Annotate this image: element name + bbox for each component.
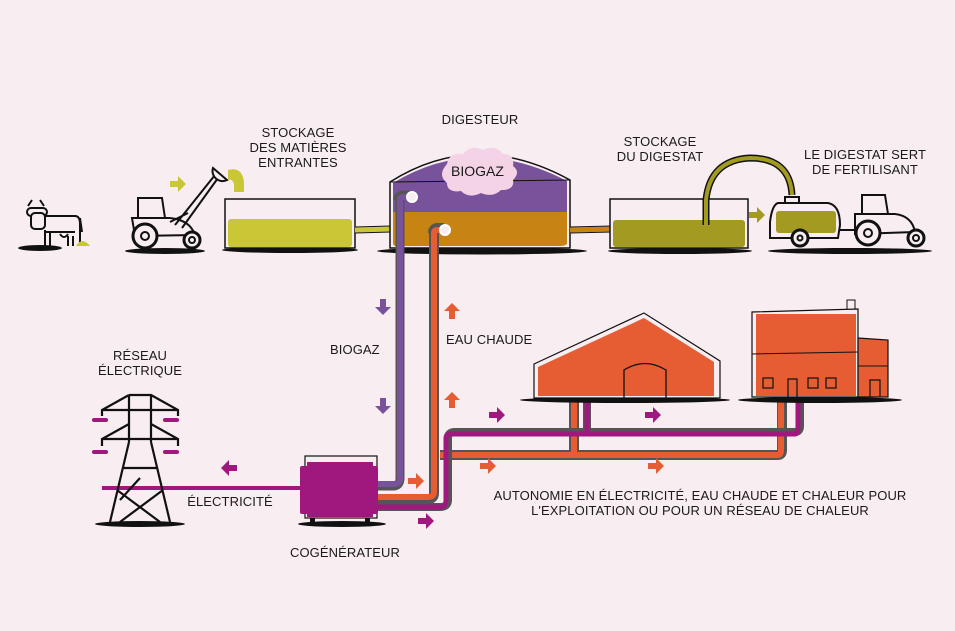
biogas-cloud <box>442 147 517 196</box>
hot-water-pipe <box>378 223 787 504</box>
electricity-line <box>102 400 804 511</box>
flow-arrow-icon <box>749 207 765 223</box>
input-pipe <box>354 226 393 233</box>
hot-water-flow-arrows <box>408 303 664 489</box>
power-pylon-icon <box>95 393 185 527</box>
cow-icon <box>18 199 90 251</box>
input-storage-tank <box>222 198 358 253</box>
label-electricite: ÉLECTRICITÉ <box>187 494 273 509</box>
biogas-flow-arrows <box>375 299 391 414</box>
digestate-tank <box>608 198 752 254</box>
biogas-pipe <box>378 190 418 491</box>
electricity-flow-arrows <box>221 407 661 529</box>
farmhouse-icon <box>738 299 902 403</box>
slurry-tanker-tractor-icon <box>768 194 932 254</box>
label-fertilisant: LE DIGESTAT SERT DE FERTILISANT <box>803 147 926 177</box>
label-biogaz-pipe: BIOGAZ <box>330 342 380 357</box>
cogenerator-icon <box>298 455 386 527</box>
label-biogaz-cloud: BIOGAZ <box>451 163 504 179</box>
label-eau-chaude: EAU CHAUDE <box>446 332 533 347</box>
label-cogenerateur: COGÉNÉRATEUR <box>289 545 401 560</box>
label-stockage-digestat: STOCKAGE DU DIGESTAT <box>616 134 704 164</box>
pylon-insulators <box>92 418 179 454</box>
label-autonomie: AUTONOMIE EN ÉLECTRICITÉ, EAU CHAUDE ET … <box>493 488 907 518</box>
tractor-loader-icon <box>125 166 244 254</box>
label-reseau-electrique: RÉSEAU ÉLECTRIQUE <box>97 348 183 378</box>
digester-dome <box>377 147 587 255</box>
label-digesteur: DIGESTEUR <box>441 112 519 127</box>
barn-icon <box>520 312 730 403</box>
label-stockage-entrantes: STOCKAGE DES MATIÈRES ENTRANTES <box>249 125 347 170</box>
flow-arrow-icon <box>170 176 186 192</box>
